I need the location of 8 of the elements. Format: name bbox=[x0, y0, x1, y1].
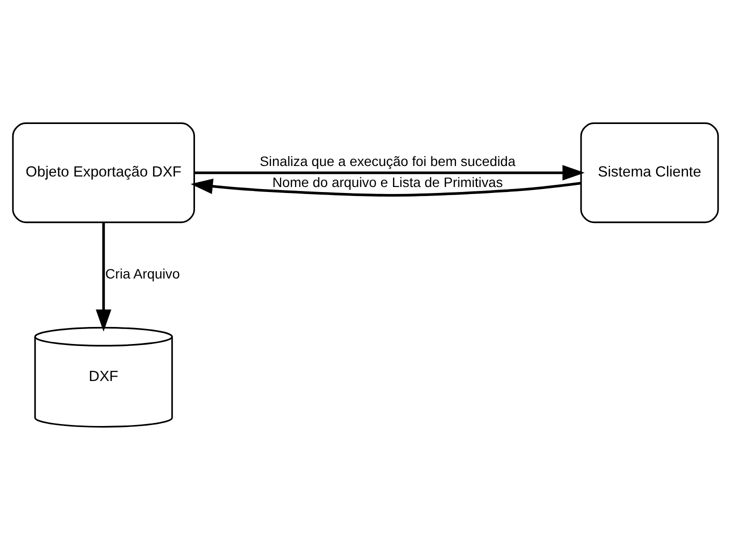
arrow bbox=[190, 178, 581, 197]
edge-label: Sinaliza que a execução foi bem sucedida bbox=[260, 154, 516, 169]
node-box: Sistema Cliente bbox=[580, 122, 719, 224]
node-box: Objeto Exportação DXF bbox=[12, 122, 195, 224]
edge-label: Nome do arquivo e Lista de Primitivas bbox=[272, 174, 503, 190]
edge-label: Cria Arquivo bbox=[105, 266, 180, 282]
arrow bbox=[194, 165, 585, 181]
arrow bbox=[96, 222, 112, 332]
